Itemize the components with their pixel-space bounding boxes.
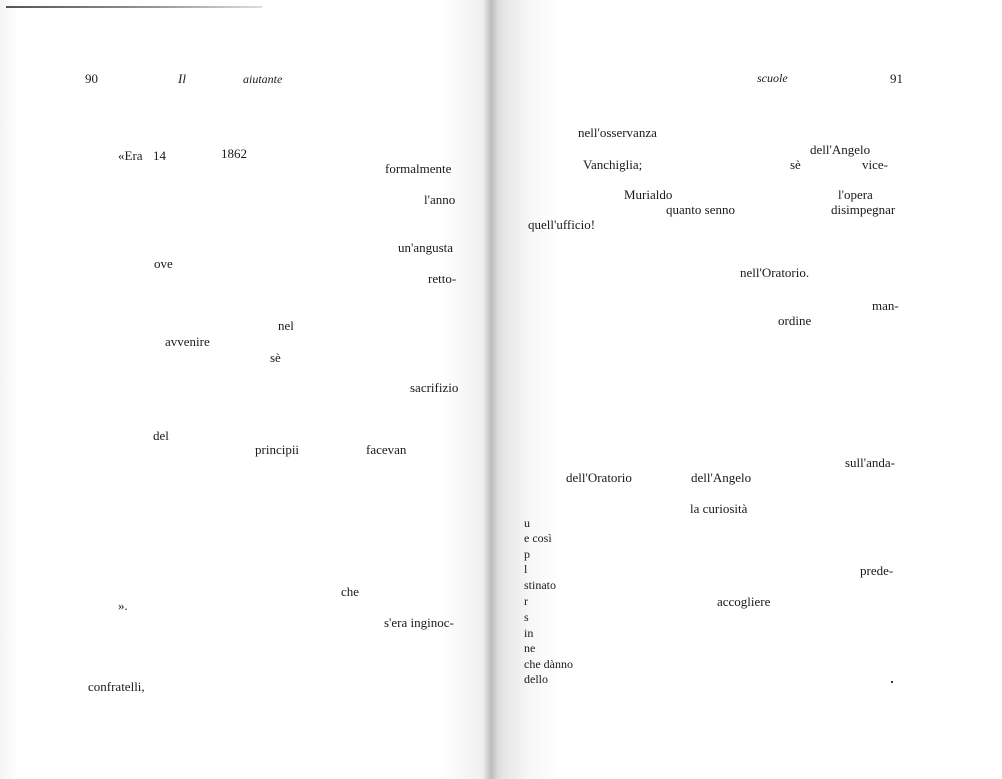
fragment-in: in	[524, 626, 534, 640]
stray-dot	[891, 681, 893, 683]
word-day: 14	[153, 148, 166, 163]
word-curiosita: la curiosità	[690, 501, 748, 516]
word-dello: dello	[524, 672, 548, 686]
word-retto: retto-	[428, 271, 457, 286]
fragment-s: s	[524, 610, 529, 624]
left-page-number: 90	[85, 71, 98, 86]
word-principii: principii	[255, 442, 300, 457]
word-disimpegnar: disimpegnar	[831, 202, 896, 217]
left-running-head-2: aiutante	[243, 72, 283, 86]
word-se-left: sè	[270, 350, 281, 365]
word-ove: ove	[154, 256, 173, 271]
word-vanchiglia: Vanchiglia;	[583, 157, 643, 172]
word-close-quote: ».	[118, 598, 128, 613]
left-running-head-1: Il	[178, 71, 186, 86]
word-anno: l'anno	[424, 192, 456, 207]
word-man: man-	[872, 298, 899, 313]
scan-edge-mark	[6, 6, 262, 8]
word-facevan: facevan	[366, 442, 407, 457]
word-nel: nel	[278, 318, 294, 333]
word-senno: quanto senno	[666, 202, 735, 217]
word-avvenire: avvenire	[165, 334, 210, 349]
fragment-l: l	[524, 562, 528, 576]
fragment-p: p	[524, 547, 530, 561]
word-stinato: stinato	[524, 578, 556, 592]
word-year: 1862	[221, 146, 247, 161]
book-gutter	[484, 0, 498, 779]
word-oratorio-2: dell'Oratorio	[566, 470, 632, 485]
word-cosi: e così	[524, 531, 552, 545]
word-sacrifizio: sacrifizio	[410, 380, 459, 395]
word-accogliere: accogliere	[717, 594, 771, 609]
fragment-r: r	[524, 594, 528, 608]
right-page	[490, 0, 1002, 779]
fragment-ne: ne	[524, 641, 536, 655]
word-confratelli: confratelli,	[88, 679, 145, 694]
word-angusta: un'angusta	[398, 240, 454, 255]
word-ordine: ordine	[778, 313, 812, 328]
word-prede: prede-	[860, 563, 894, 578]
word-inginoc: s'era inginoc-	[384, 615, 454, 630]
word-era: «Era	[118, 148, 143, 163]
right-page-number: 91	[890, 71, 903, 86]
word-se-right: sè	[790, 157, 801, 172]
word-murialdo: Murialdo	[624, 187, 673, 202]
word-ufficio: quell'ufficio!	[528, 217, 596, 232]
word-che-left: che	[341, 584, 360, 599]
word-oratorio-1: nell'Oratorio.	[740, 265, 810, 280]
word-del: del	[153, 428, 169, 443]
word-danno: che dànno	[524, 657, 573, 671]
word-vice: vice-	[862, 157, 888, 172]
word-opera: l'opera	[838, 187, 873, 202]
word-formalmente: formalmente	[385, 161, 452, 176]
word-angelo-1: dell'Angelo	[810, 142, 871, 157]
word-anda: sull'anda-	[845, 455, 895, 470]
left-page	[0, 0, 490, 779]
right-running-head: scuole	[757, 71, 788, 85]
fragment-u: u	[524, 516, 530, 530]
word-osservanza: nell'osservanza	[578, 125, 657, 140]
word-angelo-2: dell'Angelo	[691, 470, 752, 485]
